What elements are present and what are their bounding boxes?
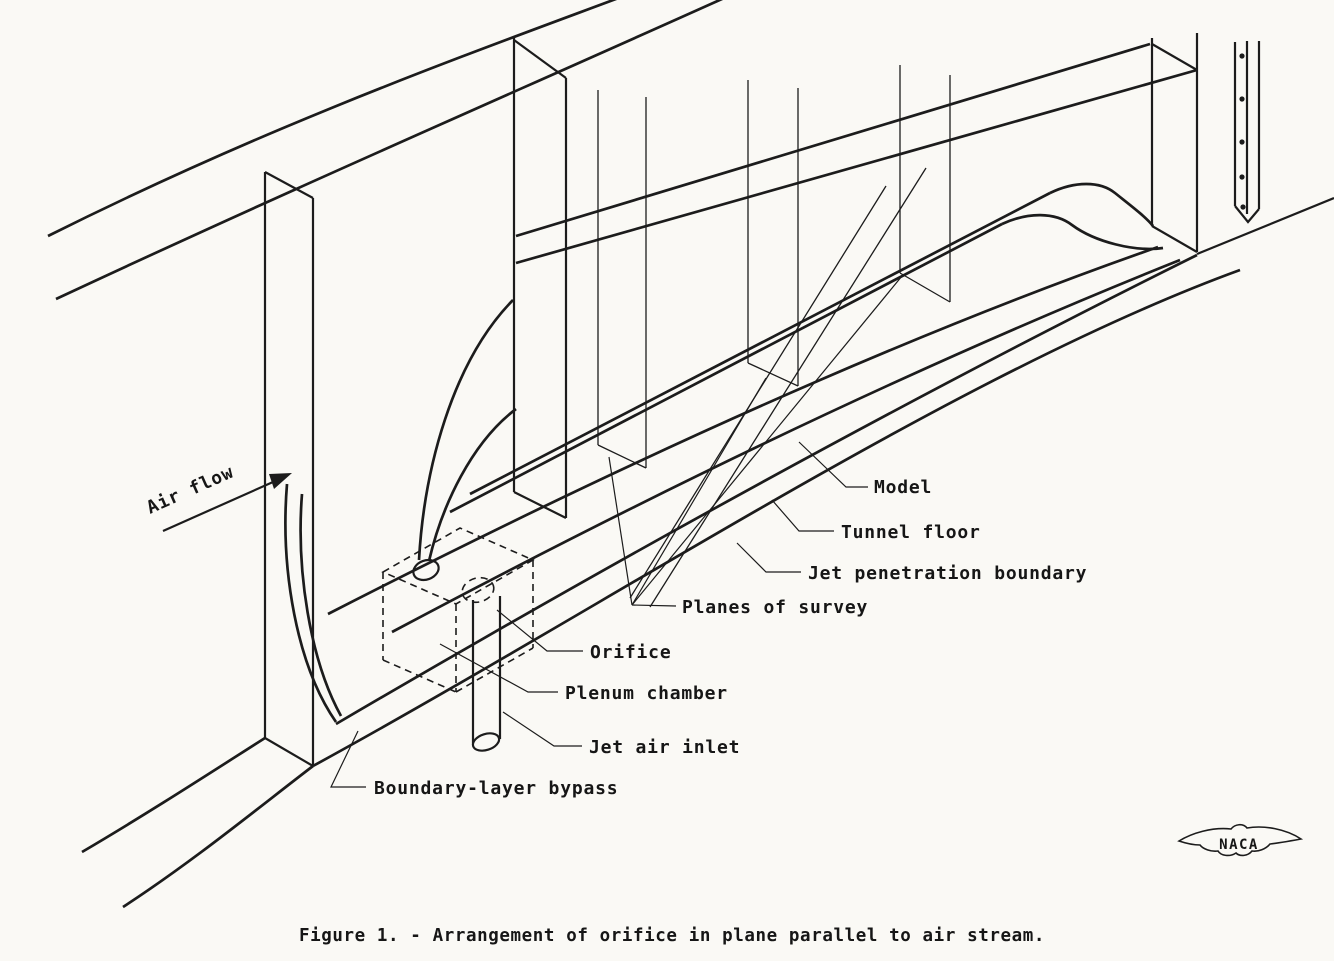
air-flow-arrow-shaft bbox=[162, 476, 283, 533]
air-flow-arrow bbox=[162, 473, 292, 533]
boundary-layer-bypass-label: Boundary-layer bypass bbox=[374, 778, 618, 799]
middle-window-strut bbox=[512, 36, 568, 519]
model-half-body bbox=[327, 182, 1181, 634]
pipe-mouth bbox=[471, 732, 501, 752]
far-strut-bottom-notch bbox=[1151, 225, 1198, 253]
far-strut-top-notch bbox=[1151, 43, 1198, 71]
air-flow-arrowhead bbox=[269, 473, 292, 489]
model-near-ridge bbox=[449, 222, 1003, 514]
jet-boundary-line-2 bbox=[649, 167, 927, 608]
naca-logo-text: NACA bbox=[1219, 837, 1259, 853]
fan-line-plane-3 bbox=[631, 275, 903, 606]
figure-labels: Air flow Model Tunnel floor Jet penetrat… bbox=[143, 462, 1087, 799]
model-far-ridge bbox=[469, 191, 1051, 496]
planes-of-survey-label: Planes of survey bbox=[682, 597, 868, 618]
jet-air-inlet-leader bbox=[502, 711, 582, 747]
orifice-label: Orifice bbox=[590, 642, 671, 663]
plenum-bottom-left-edge bbox=[382, 659, 457, 693]
model-base-lower-edge bbox=[391, 258, 1181, 634]
bypass-leader bbox=[330, 730, 366, 788]
floor-near-edge bbox=[312, 268, 1241, 768]
floor-bypass-edge bbox=[335, 253, 1198, 726]
bypass-inner-arc bbox=[299, 493, 343, 717]
plenum-bottom-right-edge bbox=[455, 647, 534, 693]
floor-far-edge bbox=[1196, 196, 1334, 256]
model-nose-outer-arc bbox=[417, 299, 514, 561]
plenum-chamber-label: Plenum chamber bbox=[565, 683, 728, 704]
jet-penetration-boundary-label: Jet penetration boundary bbox=[808, 563, 1087, 584]
planes-of-survey-leader bbox=[631, 604, 677, 607]
tunnel-floor-edges bbox=[81, 196, 1334, 909]
model-label: Model bbox=[874, 477, 932, 498]
plenum-top-face bbox=[381, 527, 535, 605]
orifice-circle bbox=[461, 576, 495, 604]
left-strut-bottom-notch bbox=[264, 737, 314, 767]
jet-air-inlet-pipe bbox=[471, 596, 502, 752]
model-nose-inner-arc bbox=[427, 407, 517, 562]
plenum-chamber-leader bbox=[439, 643, 558, 693]
survey-leader-fan bbox=[608, 275, 903, 606]
naca-wings-outline bbox=[1177, 823, 1304, 857]
middle-strut-bottom-notch bbox=[513, 491, 567, 519]
orifice-leader bbox=[496, 609, 583, 652]
boundary-layer-bypass-lip bbox=[284, 483, 343, 723]
model-nose-lip bbox=[412, 558, 440, 582]
plenum-chamber-box bbox=[381, 527, 535, 693]
model-near-tail-dome bbox=[1001, 213, 1164, 251]
left-window-strut bbox=[263, 171, 315, 767]
far-wall-strut bbox=[1150, 33, 1199, 253]
far-wall-outer-edge bbox=[515, 42, 1151, 238]
floor-inner-curve bbox=[122, 764, 314, 909]
near-wall-top-edges bbox=[47, 0, 724, 301]
rake-foot bbox=[1234, 205, 1260, 224]
naca-logo: NACA bbox=[1177, 823, 1304, 857]
rake-orifice-dots bbox=[1239, 53, 1246, 210]
figure-caption: Figure 1. - Arrangement of orifice in pl… bbox=[299, 926, 1045, 946]
floor-outer-curve bbox=[81, 736, 266, 854]
jet-penetration-leader bbox=[736, 542, 801, 573]
tunnel-floor-leader bbox=[771, 499, 834, 532]
wall-inner-edge bbox=[55, 0, 724, 301]
model-far-tail-dome bbox=[1049, 182, 1155, 227]
fan-line-plane-1 bbox=[608, 456, 633, 606]
survey-planes bbox=[597, 65, 951, 469]
fan-line-plane-2 bbox=[631, 377, 767, 606]
survey-plane-2-base bbox=[747, 362, 799, 387]
far-wall-top-edges bbox=[515, 42, 1198, 265]
pressure-rake bbox=[1233, 41, 1261, 224]
bypass-outer-arc bbox=[284, 483, 338, 723]
air-flow-label: Air flow bbox=[143, 462, 237, 519]
survey-plane-1-base bbox=[597, 444, 647, 469]
label-leaders bbox=[330, 441, 868, 788]
survey-plane-3-base bbox=[899, 272, 951, 303]
left-strut-top-notch bbox=[264, 171, 314, 199]
model-base-near-edge bbox=[327, 245, 1159, 616]
wall-outer-edge bbox=[47, 0, 618, 238]
far-wall-inner-edge bbox=[515, 68, 1198, 265]
model-leader bbox=[798, 441, 868, 488]
jet-air-inlet-label: Jet air inlet bbox=[589, 737, 740, 758]
tunnel-floor-label: Tunnel floor bbox=[841, 522, 981, 543]
middle-strut-top-notch bbox=[513, 39, 567, 79]
